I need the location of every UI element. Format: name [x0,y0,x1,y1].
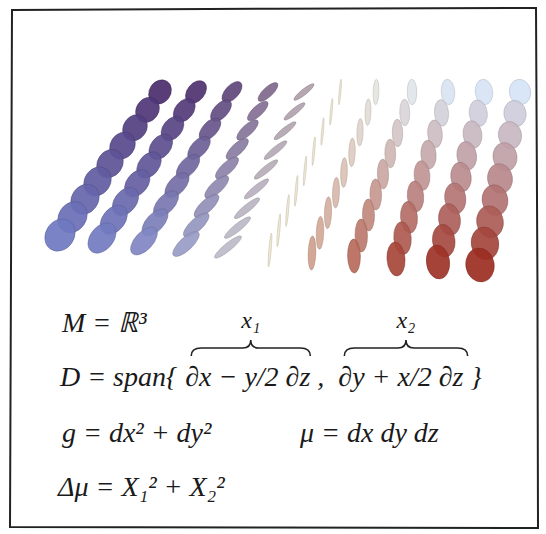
plane-disk [285,195,290,227]
plane-disk [212,233,243,260]
measure-label: μ = dx dy dz [300,416,439,450]
plane-disk [267,233,272,267]
label-slot: g = dx² + dy² [62,416,211,450]
plane-disk [320,118,324,146]
label-slot: D = span{ [60,360,177,394]
vector-field: ∂x − y/2 ∂z , [185,360,324,394]
label-slot: x₁ [241,306,260,335]
plane-disk [407,79,417,105]
vector-field: ∂y + x/2 ∂z } [338,360,481,394]
plane-disk [311,137,316,166]
plane-disk [348,138,355,167]
plane-disk [386,241,406,276]
manifold-label: M = ℝ³ [62,306,147,340]
label-slot: Δμ = X₁² + X₂² [58,470,225,504]
plane-disk [338,79,342,105]
plane-disk [276,214,281,247]
plane-disk [340,158,348,188]
plane-disk [463,246,497,284]
plane-disk [262,139,288,162]
plane-disk [242,177,270,202]
plane-disk [294,175,299,206]
label-slot: x₂ [396,306,415,335]
label-slot: ∂x − y/2 ∂z , [185,360,324,394]
brace [191,340,310,356]
field-name: x₂ [396,306,415,335]
plane-disk [400,99,410,126]
plane-disk [292,82,315,102]
plane-disk [303,156,308,186]
distribution-label: D = span{ [60,360,177,394]
plane-disk [308,236,317,270]
field-name: x₁ [241,306,260,335]
plane-disk [169,228,203,261]
plane-disk [272,120,297,142]
plane-disk [424,244,451,281]
plane-disk [245,98,271,123]
plane-disk [255,80,280,104]
plane-disk [252,158,279,182]
plane-disk [356,118,363,146]
plane-disk [82,217,121,258]
label-slot: ∂y + x/2 ∂z } [338,360,481,394]
label-slot: μ = dx dy dz [300,416,439,450]
plane-disk [347,239,360,273]
laplacian-label: Δμ = X₁² + X₂² [58,470,225,504]
distribution-planes [39,75,533,284]
plane-disk [316,216,325,249]
plane-disk [282,101,306,122]
plane-disk [373,79,380,105]
plane-disk [39,213,82,257]
plane-disk [324,197,332,229]
braces [191,340,467,356]
plane-disk [329,98,333,125]
plane-disk [126,222,162,259]
brace [344,340,467,356]
plane-disk [332,177,340,208]
frame [10,8,538,528]
label-slot: M = ℝ³ [62,306,147,340]
metric-label: g = dx² + dy² [62,416,211,450]
plane-disk [365,99,372,126]
